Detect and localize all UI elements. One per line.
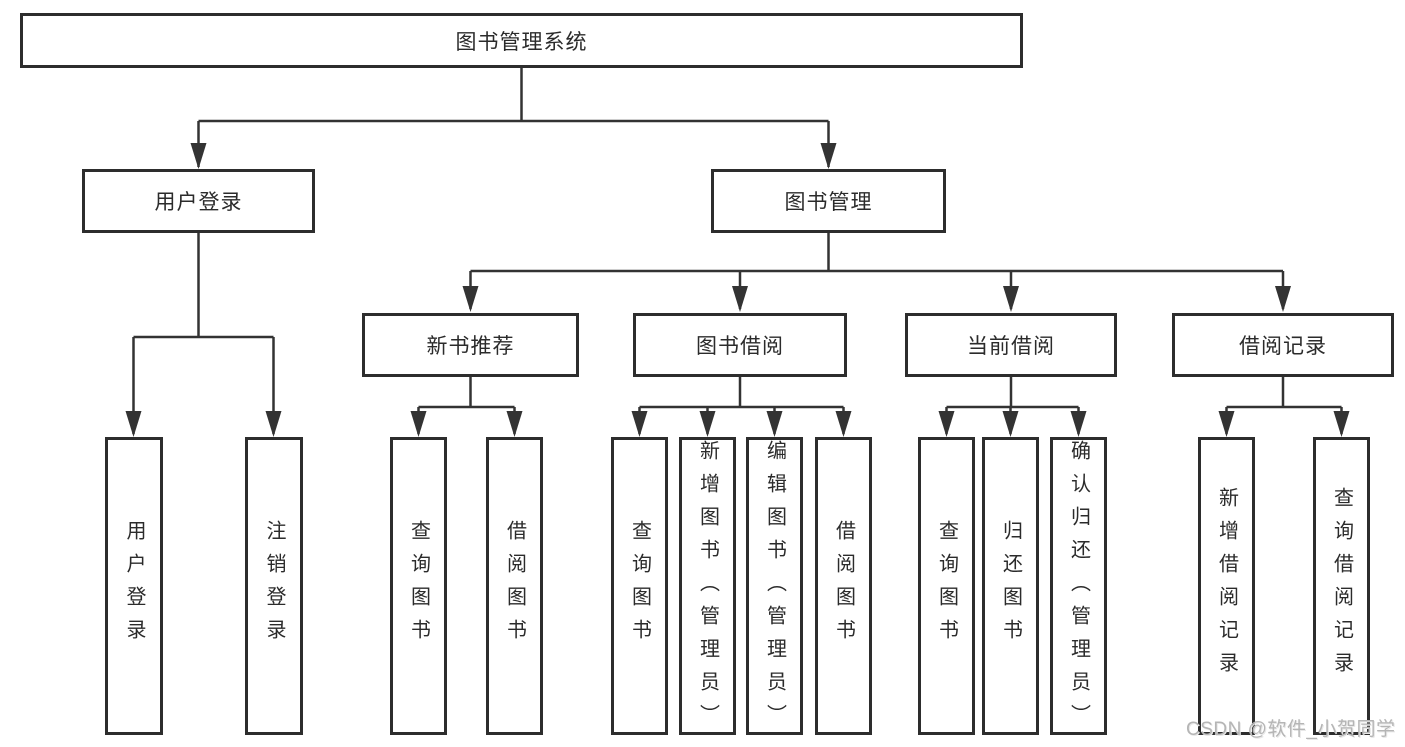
node-label: 图书管理系统 [455, 30, 588, 54]
node-confirm-return-admin: 确认归还（管理员） [1050, 437, 1107, 737]
node-label: 确认归还（管理员） [1067, 440, 1090, 737]
watermark: CSDN @软件_小贺同学 [1186, 719, 1396, 740]
node-search-borrow-record: 查询借阅记录 [1313, 437, 1370, 735]
node-label: 借阅图书 [832, 520, 855, 652]
node-edit-books-admin: 编辑图书（管理员） [746, 437, 803, 737]
node-return-books: 归还图书 [982, 437, 1039, 735]
node-book-borrowing: 图书借阅 [633, 313, 847, 377]
node-label: 查询图书 [628, 520, 651, 652]
node-label: 图书管理 [784, 191, 873, 214]
node-label: 新增图书（管理员） [696, 440, 719, 737]
node-label: 用户登录 [154, 191, 243, 214]
node-current-borrowing: 当前借阅 [905, 313, 1117, 377]
node-user-login-module: 用户登录 [82, 169, 315, 233]
node-search-books-recommend: 查询图书 [390, 437, 447, 735]
node-borrow-books-recommend: 借阅图书 [486, 437, 543, 735]
node-label: 当前借阅 [967, 335, 1055, 358]
node-label: 图书借阅 [696, 335, 784, 358]
node-search-books-borrowing: 查询图书 [611, 437, 668, 735]
node-label: 新书推荐 [426, 335, 515, 358]
node-label: 新增借阅记录 [1215, 487, 1238, 685]
node-label: 用户登录 [123, 520, 145, 652]
node-book-management-module: 图书管理 [711, 169, 946, 233]
node-label: 编辑图书（管理员） [763, 440, 786, 737]
node-label: 注销登录 [263, 520, 285, 652]
node-add-books-admin: 新增图书（管理员） [679, 437, 736, 737]
node-new-book-recommendation: 新书推荐 [362, 313, 579, 377]
node-label: 归还图书 [999, 520, 1022, 652]
node-label: 查询借阅记录 [1330, 487, 1353, 685]
node-library-management-system: 图书管理系统 [20, 13, 1023, 68]
node-label: 借阅图书 [503, 520, 526, 652]
node-label: 查询图书 [407, 520, 430, 652]
node-logout: 注销登录 [245, 437, 303, 735]
node-label: 借阅记录 [1239, 335, 1327, 358]
node-borrowing-records: 借阅记录 [1172, 313, 1394, 377]
node-add-borrow-record: 新增借阅记录 [1198, 437, 1255, 735]
node-user-login: 用户登录 [105, 437, 163, 735]
node-label: 查询图书 [935, 520, 958, 652]
node-search-books-current: 查询图书 [918, 437, 975, 735]
node-borrow-books: 借阅图书 [815, 437, 872, 735]
